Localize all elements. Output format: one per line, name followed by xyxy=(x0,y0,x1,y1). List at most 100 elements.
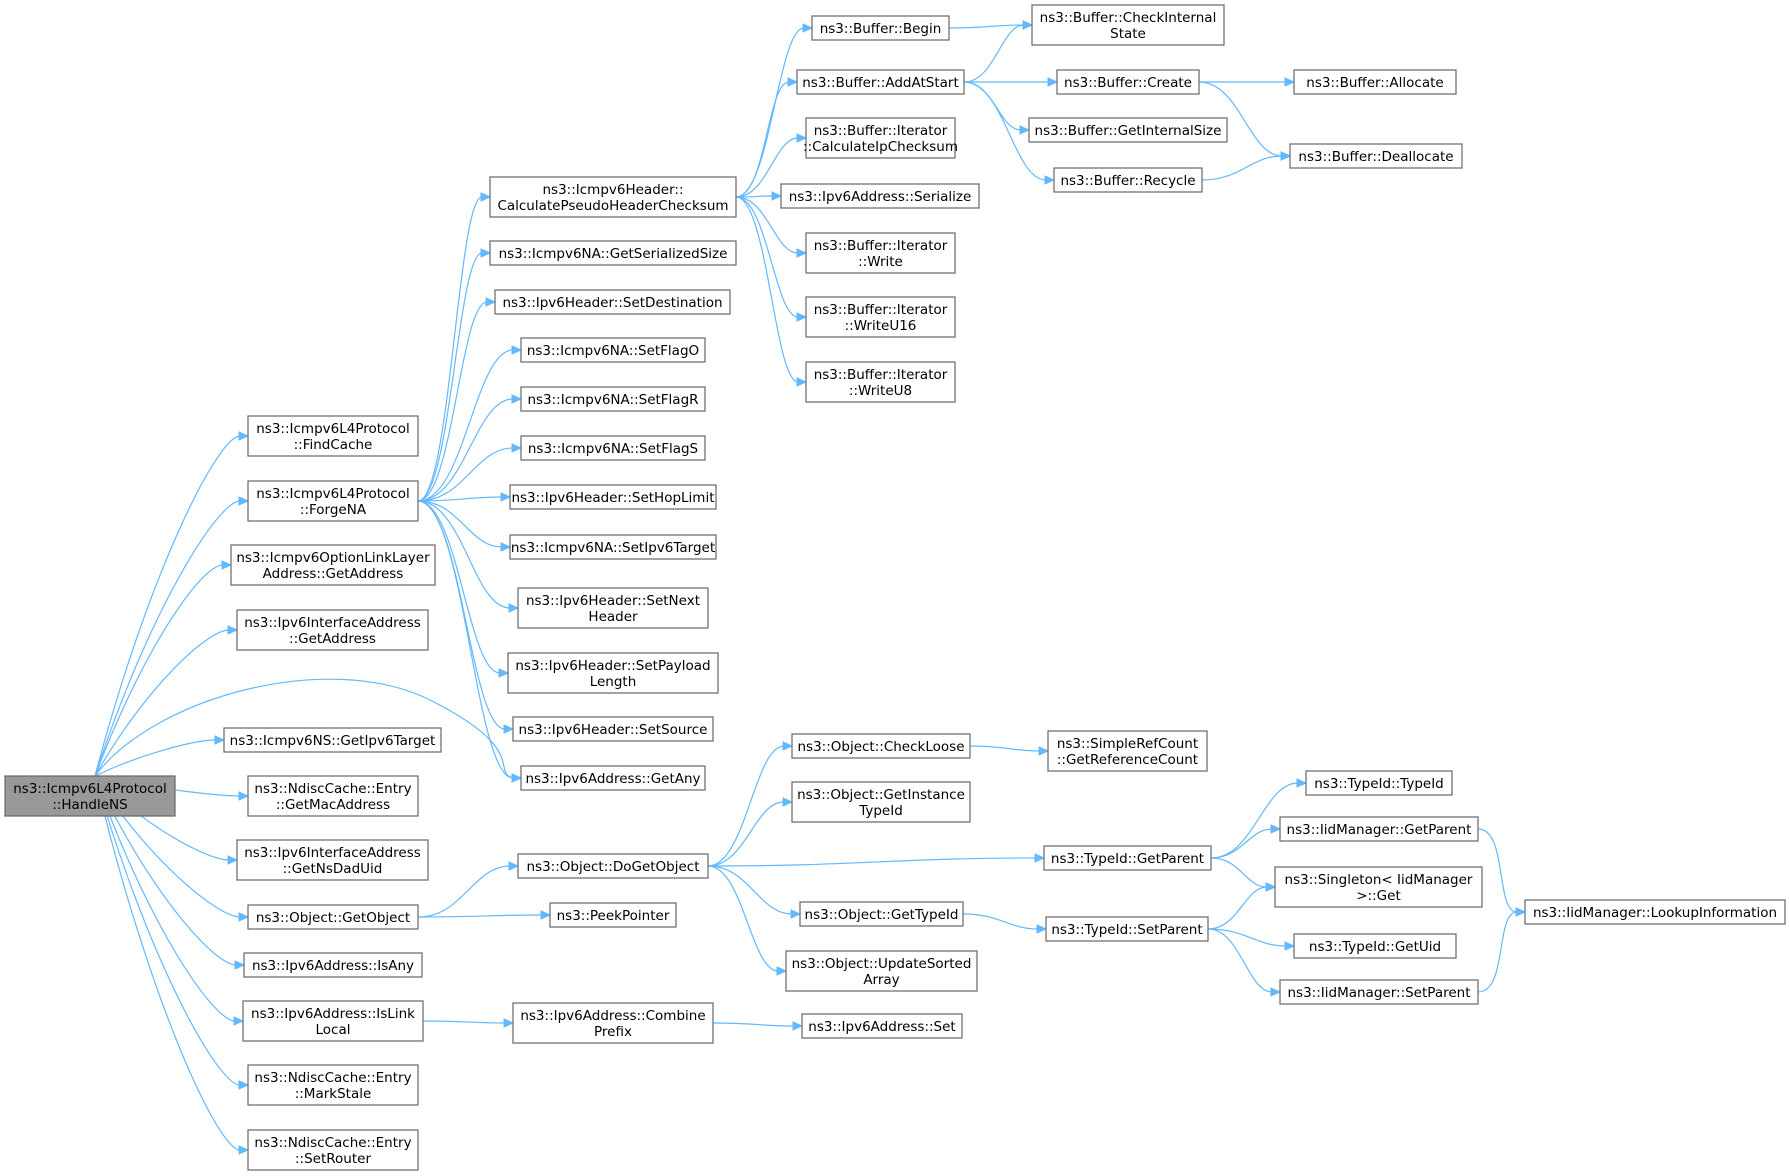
node-box xyxy=(247,415,419,457)
node-markstale[interactable]: ns3::NdiscCache::Entry::MarkStale xyxy=(247,1064,419,1106)
node-box xyxy=(1043,845,1212,871)
node-label: ns3::Ipv6InterfaceAddress xyxy=(244,845,421,861)
node-getuid[interactable]: ns3::TypeId::GetUid xyxy=(1293,933,1457,959)
node-findcache[interactable]: ns3::Icmpv6L4Protocol::FindCache xyxy=(247,415,419,457)
node-dogetobject[interactable]: ns3::Object::DoGetObject xyxy=(517,853,709,879)
node-iterwrite[interactable]: ns3::Buffer::Iterator::Write xyxy=(805,232,956,274)
edge-line xyxy=(417,914,543,918)
node-box xyxy=(1056,69,1200,95)
arrowhead-icon xyxy=(776,966,788,976)
node-iidsetparent[interactable]: ns3::IidManager::SetParent xyxy=(1279,979,1479,1005)
node-getobject[interactable]: ns3::Object::GetObject xyxy=(247,904,419,930)
node-label: ns3::Icmpv6NA::SetFlagO xyxy=(527,343,699,359)
node-iterwrite16[interactable]: ns3::Buffer::Iterator::WriteU16 xyxy=(805,296,956,338)
node-label: Local xyxy=(316,1022,351,1038)
node-box xyxy=(489,176,737,218)
node-box xyxy=(1279,816,1479,842)
edge-dogetobject-to-updatesorted xyxy=(707,865,788,976)
node-setflago[interactable]: ns3::Icmpv6NA::SetFlagO xyxy=(520,337,706,363)
edge-iidgetparent-to-lookup xyxy=(1477,828,1527,917)
node-allocate[interactable]: ns3::Buffer::Allocate xyxy=(1293,69,1457,95)
edge-line xyxy=(963,81,1047,181)
node-bufbegin[interactable]: ns3::Buffer::Begin xyxy=(811,15,950,41)
node-calcpseudo[interactable]: ns3::Icmpv6Header::CalculatePseudoHeader… xyxy=(489,176,737,218)
arrowhead-icon xyxy=(238,1145,250,1155)
edge-line xyxy=(963,81,1022,131)
edge-line xyxy=(1207,886,1268,930)
node-label: ns3::Ipv6Header::SetHopLimit xyxy=(511,490,714,506)
arrowhead-icon xyxy=(1270,824,1282,834)
node-box xyxy=(805,117,956,159)
node-setdest[interactable]: ns3::Ipv6Header::SetDestination xyxy=(494,289,731,315)
node-setrouter[interactable]: ns3::NdiscCache::Entry::SetRouter xyxy=(247,1129,419,1171)
arrowhead-icon xyxy=(1515,907,1527,917)
node-getrefcount[interactable]: ns3::SimpleRefCount::GetReferenceCount xyxy=(1047,730,1208,772)
node-box xyxy=(1031,4,1225,46)
node-isany[interactable]: ns3::Ipv6Address::IsAny xyxy=(243,952,423,978)
node-label: ns3::Ipv6Address::Serialize xyxy=(789,189,972,205)
arrowhead-icon xyxy=(238,912,250,922)
edge-line xyxy=(94,678,514,779)
node-getinternalsize[interactable]: ns3::Buffer::GetInternalSize xyxy=(1028,117,1228,143)
node-optlink[interactable]: ns3::Icmpv6OptionLinkLayerAddress::GetAd… xyxy=(230,544,436,586)
node-label: ::ForgeNA xyxy=(300,502,367,518)
node-bufcreate[interactable]: ns3::Buffer::Create xyxy=(1056,69,1200,95)
node-label: ns3::Ipv6InterfaceAddress xyxy=(244,615,421,631)
edge-root-to-setrouter xyxy=(94,775,250,1155)
node-checkloose[interactable]: ns3::Object::CheckLoose xyxy=(791,733,971,759)
node-root[interactable]: ns3::Icmpv6L4Protocol::HandleNS xyxy=(4,775,176,817)
node-label: ns3::Icmpv6NA::SetFlagS xyxy=(528,441,698,457)
node-label: ns3::Buffer::CheckInternal xyxy=(1040,10,1217,26)
node-addatstart[interactable]: ns3::Buffer::AddAtStart xyxy=(796,69,965,95)
node-label: ns3::Icmpv6NA::GetSerializedSize xyxy=(499,246,728,262)
node-typeidsetparent[interactable]: ns3::TypeId::SetParent xyxy=(1045,916,1209,942)
edge-dogetobject-to-typeidgetparent xyxy=(707,853,1046,867)
node-typeidtypeid[interactable]: ns3::TypeId::TypeId xyxy=(1305,770,1453,796)
node-iidgetparent[interactable]: ns3::IidManager::GetParent xyxy=(1279,816,1479,842)
node-iterwrite8[interactable]: ns3::Buffer::Iterator::WriteU8 xyxy=(805,361,956,403)
node-setflagr[interactable]: ns3::Icmpv6NA::SetFlagR xyxy=(520,386,706,412)
edge-line xyxy=(735,27,805,198)
node-box xyxy=(242,1000,424,1042)
node-gettypeid[interactable]: ns3::Object::GetTypeId xyxy=(799,901,964,927)
node-label: ns3::Buffer::Iterator xyxy=(814,302,948,318)
node-setipv6target[interactable]: ns3::Icmpv6NA::SetIpv6Target xyxy=(509,534,717,560)
node-setflags[interactable]: ns3::Icmpv6NA::SetFlagS xyxy=(520,435,706,461)
node-getipv6target[interactable]: ns3::Icmpv6NS::GetIpv6Target xyxy=(223,727,442,753)
node-getany[interactable]: ns3::Ipv6Address::GetAny xyxy=(520,765,706,791)
node-label: ::MarkStale xyxy=(295,1086,372,1102)
arrowhead-icon xyxy=(796,248,808,258)
node-recycle[interactable]: ns3::Buffer::Recycle xyxy=(1053,167,1203,193)
node-calcip[interactable]: ns3::Buffer::Iterator::CalculateIpChecks… xyxy=(803,117,958,159)
node-label: ns3::NdiscCache::Entry xyxy=(254,1135,411,1151)
node-sethop[interactable]: ns3::Ipv6Header::SetHopLimit xyxy=(509,484,717,510)
edge-addatstart-to-bufcreate xyxy=(964,77,1059,87)
node-lookup[interactable]: ns3::IidManager::LookupInformation xyxy=(1524,899,1786,925)
node-ifaddr[interactable]: ns3::Ipv6InterfaceAddress::GetAddress xyxy=(236,609,429,651)
node-box xyxy=(791,781,971,823)
node-serialize[interactable]: ns3::Ipv6Address::Serialize xyxy=(780,183,980,209)
node-deallocate[interactable]: ns3::Buffer::Deallocate xyxy=(1289,143,1463,169)
arrowhead-icon xyxy=(511,345,523,355)
node-setsource[interactable]: ns3::Ipv6Header::SetSource xyxy=(512,716,714,742)
node-forgena[interactable]: ns3::Icmpv6L4Protocol::ForgeNA xyxy=(247,480,419,522)
node-getmac[interactable]: ns3::NdiscCache::Entry::GetMacAddress xyxy=(247,775,419,817)
node-label: ::HandleNS xyxy=(52,797,127,813)
node-typeidgetparent[interactable]: ns3::TypeId::GetParent xyxy=(1043,845,1212,871)
node-naserialsize[interactable]: ns3::Icmpv6NA::GetSerializedSize xyxy=(489,240,737,266)
node-ipv6set[interactable]: ns3::Ipv6Address::Set xyxy=(801,1013,963,1039)
node-label: ns3::IidManager::SetParent xyxy=(1288,985,1471,1001)
node-singleton[interactable]: ns3::Singleton< IidManager>::Get xyxy=(1274,866,1483,908)
node-getnsdad[interactable]: ns3::Ipv6InterfaceAddress::GetNsDadUid xyxy=(236,839,429,881)
edge-line xyxy=(707,745,785,867)
node-box xyxy=(247,1129,419,1171)
node-peekpointer[interactable]: ns3::PeekPointer xyxy=(549,902,677,928)
edge-root-to-islink xyxy=(94,775,245,1026)
